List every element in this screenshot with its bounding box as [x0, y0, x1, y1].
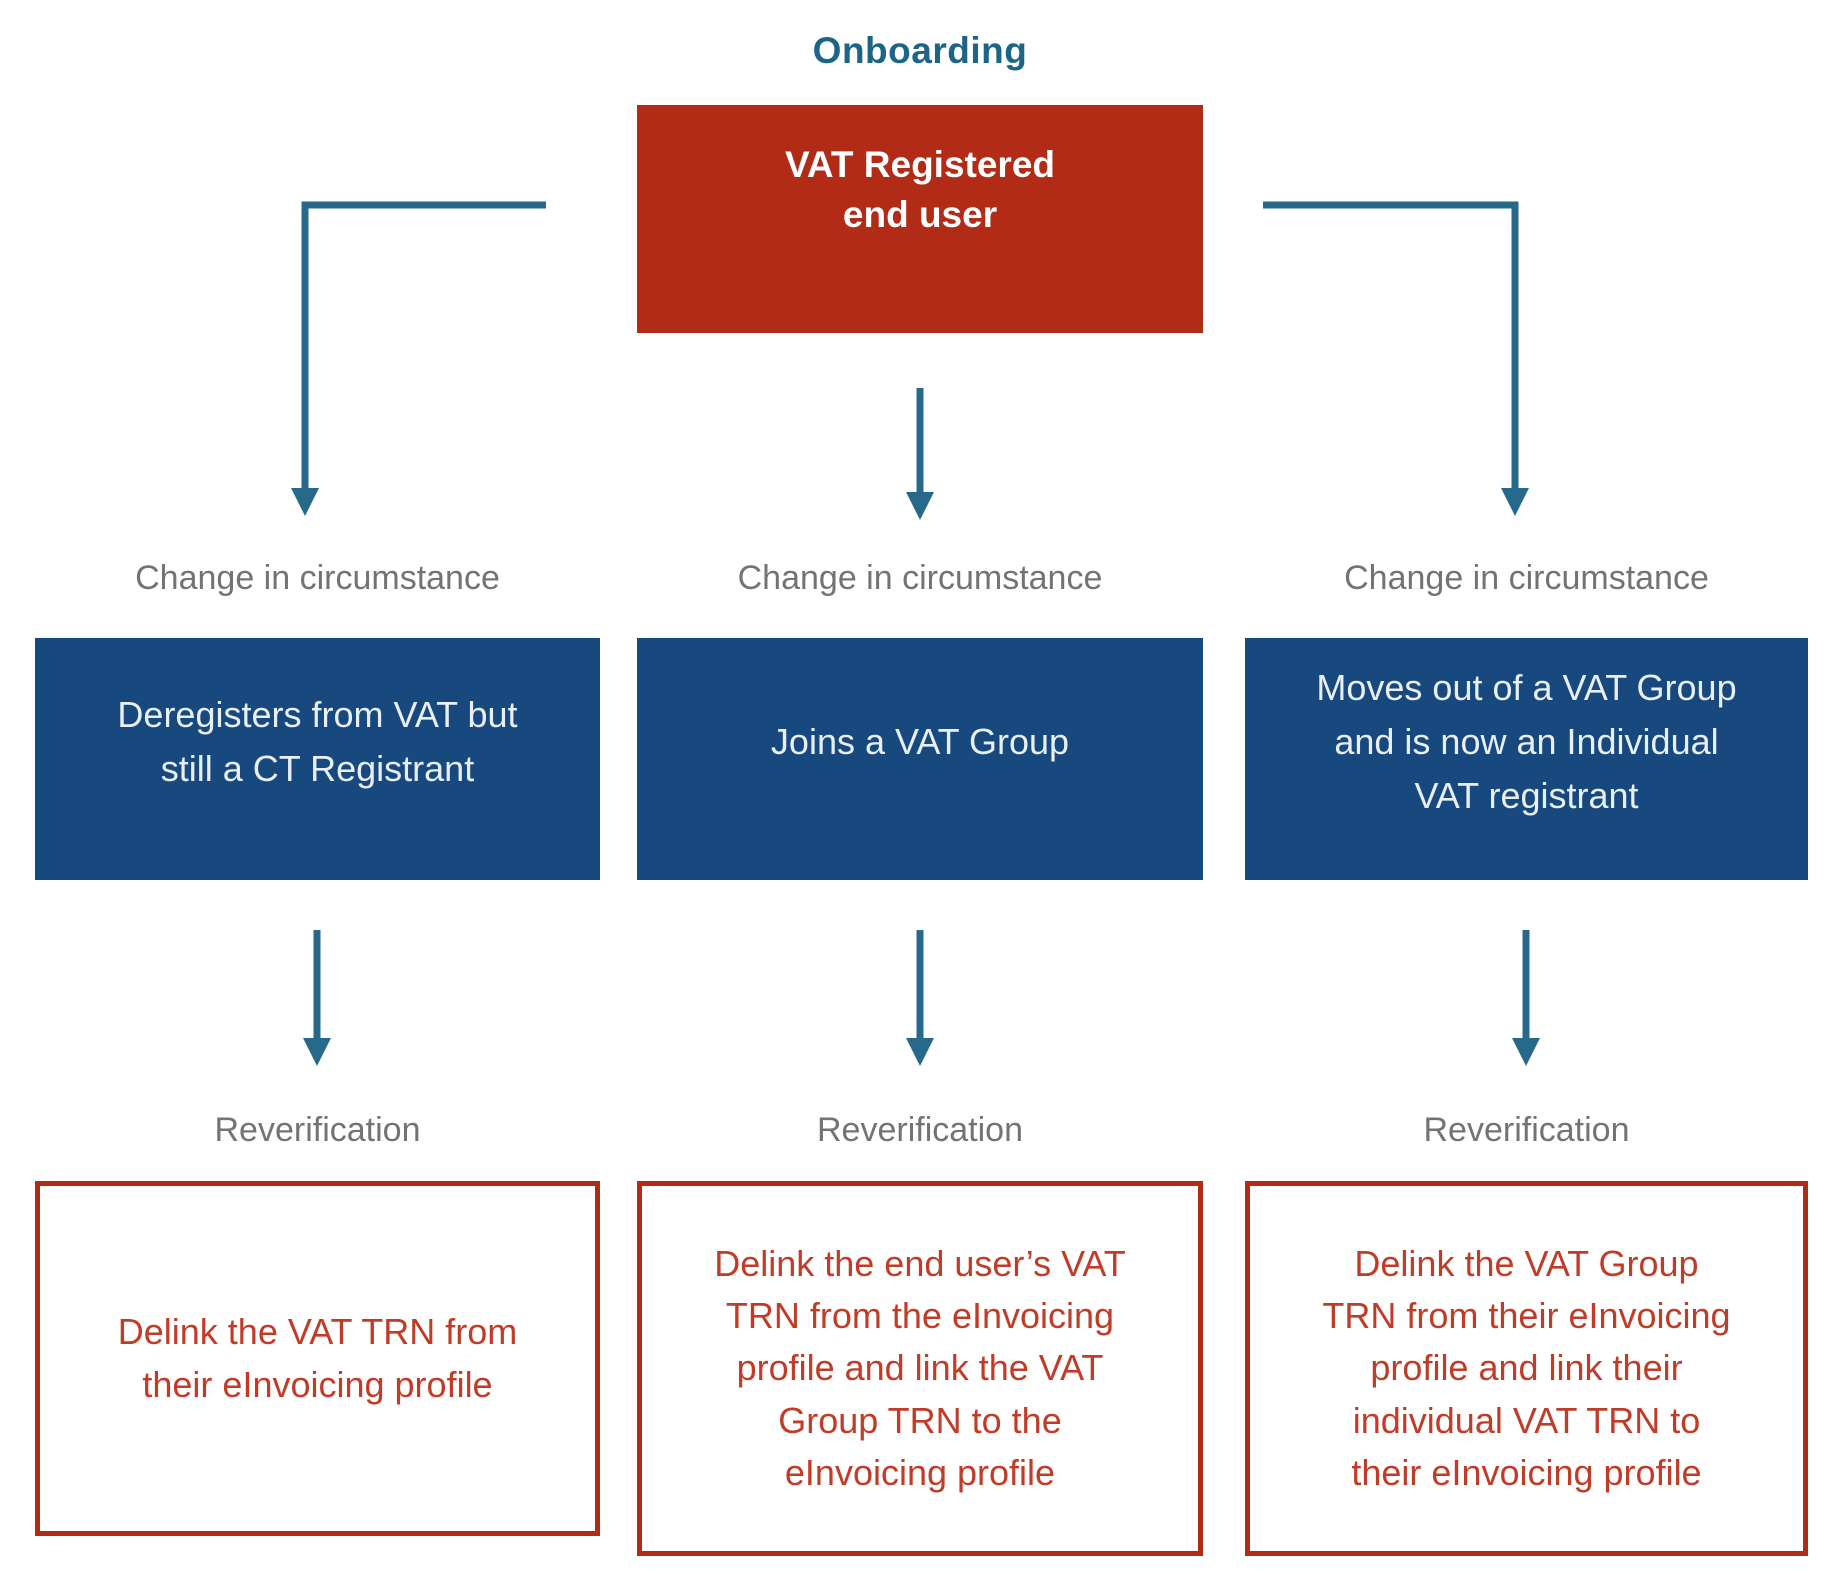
action-box-delink-vat-trn: Delink the VAT TRN from their eInvoicing…: [35, 1181, 600, 1536]
action-box-link-vat-group-trn: Delink the end user’s VAT TRN from the e…: [637, 1181, 1203, 1556]
reverification-label-middle: Reverification: [817, 1110, 1023, 1149]
reverification-label-left: Reverification: [214, 1110, 421, 1149]
change-in-circumstance-label-left: Change in circumstance: [135, 558, 500, 597]
connector-left-change-to-reverify-arrow: [303, 930, 331, 1066]
vat-registered-end-user-box: VAT Registered end user: [637, 105, 1203, 333]
connector-right-change-to-reverify-arrow: [1512, 930, 1540, 1066]
action-box-link-individual-vat-trn: Delink the VAT Group TRN from their eInv…: [1245, 1181, 1808, 1556]
change-in-circumstance-label-right: Change in circumstance: [1344, 558, 1709, 597]
change-box-moves-out-of-vat-group: Moves out of a VAT Group and is now an I…: [1245, 638, 1808, 880]
connector-root-to-right-arrow: [1263, 201, 1529, 516]
connector-root-to-middle-arrow: [906, 388, 934, 520]
change-in-circumstance-label-middle: Change in circumstance: [737, 558, 1103, 597]
connector-root-to-left-arrow: [291, 201, 546, 516]
change-box-joins-vat-group: Joins a VAT Group: [637, 638, 1203, 880]
reverification-label-right: Reverification: [1423, 1110, 1630, 1149]
change-box-deregisters-from-vat: Deregisters from VAT but still a CT Regi…: [35, 638, 600, 880]
page-title: Onboarding: [812, 30, 1028, 71]
connector-middle-change-to-reverify-arrow: [906, 930, 934, 1066]
